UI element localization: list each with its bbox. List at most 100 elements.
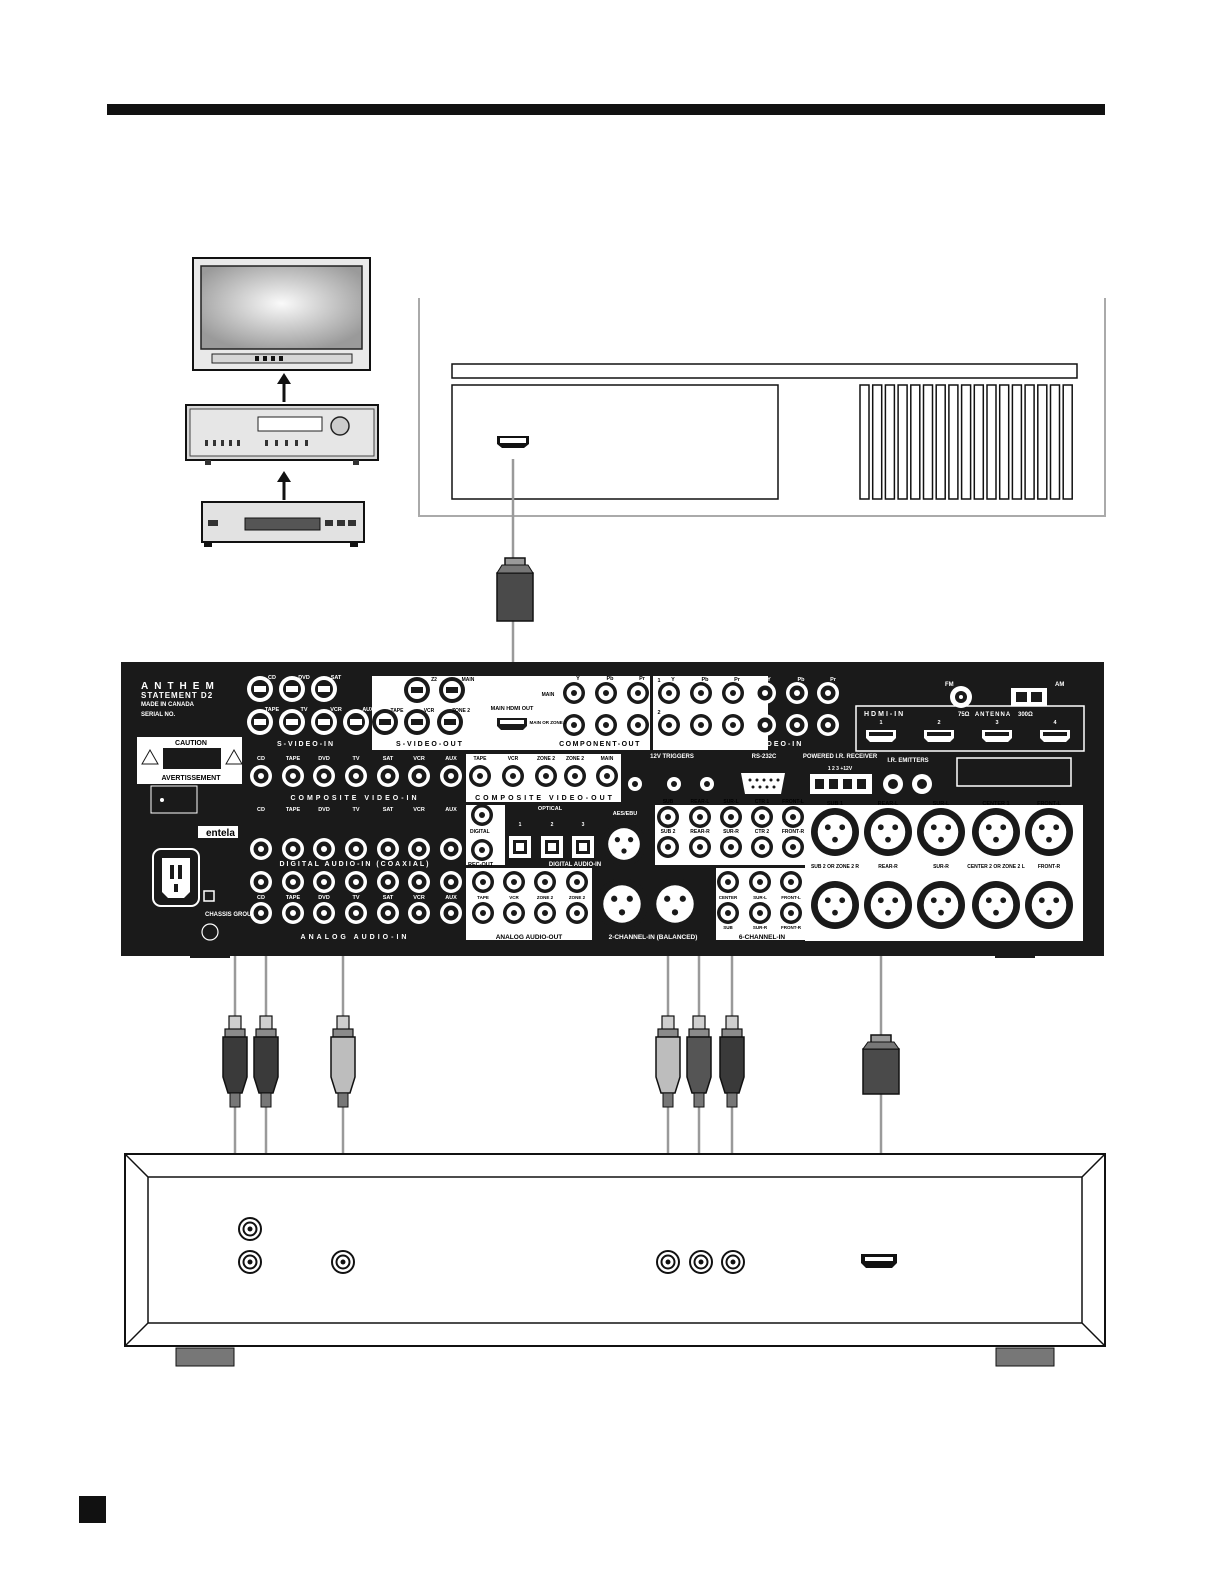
rca-jack <box>751 806 773 828</box>
svideo-out-title: S-VIDEO-OUT <box>396 741 464 748</box>
rca-jack <box>238 1250 262 1274</box>
rca-jack <box>313 871 335 893</box>
panel-label: SUR-R <box>723 829 739 835</box>
vent-slot <box>922 384 934 500</box>
antenna-300-label: 300Ω <box>1018 712 1033 718</box>
panel-label: 1 <box>879 720 882 726</box>
svideo-jack <box>311 676 337 702</box>
disc-player-icon <box>201 501 365 547</box>
am-antenna-terminal <box>1011 688 1047 706</box>
optical-label: OPTICAL <box>538 806 563 812</box>
rca-jack <box>749 902 771 924</box>
rca-jack <box>313 765 335 787</box>
rca-jack <box>282 765 304 787</box>
rca-jack <box>408 902 430 924</box>
vent-slot <box>1049 384 1061 500</box>
panel-label: TV <box>352 756 359 762</box>
panel-label: CENTER <box>719 895 738 900</box>
rca-jack <box>345 765 367 787</box>
rca-jack <box>250 838 272 860</box>
rca-plug-icon <box>686 1015 712 1108</box>
optical-port <box>541 836 563 858</box>
vent-slot <box>935 384 946 500</box>
panel-label: FRONT-L <box>781 895 801 900</box>
two-channel-in-title: 2-CHANNEL-IN (BALANCED) <box>609 934 698 941</box>
rca-jack <box>472 902 494 924</box>
ir-emitters-label: I.R. EMITTERS <box>887 758 928 764</box>
serial-label: SERIAL NO. <box>141 712 176 718</box>
rca-plug-icon <box>253 1015 279 1108</box>
panel-label: Pb <box>797 677 805 683</box>
main-hdmi-out-label: MAIN HDMI OUT <box>491 706 534 712</box>
vent-slot <box>1011 384 1023 500</box>
rca-jack <box>720 806 742 828</box>
panel-label: FRONT-R <box>781 925 802 930</box>
panel-label: Y <box>767 677 771 683</box>
rca-jack <box>627 682 649 704</box>
panel-label: VCR <box>413 807 425 813</box>
panel-label: SAT <box>383 807 394 813</box>
rca-jack <box>656 1250 680 1274</box>
rca-jack <box>689 1250 713 1274</box>
xlr-jack <box>649 878 701 930</box>
analog-audio-out-title: ANALOG AUDIO-OUT <box>496 934 563 941</box>
panel-label: VCR <box>413 756 425 762</box>
panel-label: ZONE 2 <box>569 895 586 900</box>
svideo-jack <box>343 709 369 735</box>
source-player-rear <box>124 1153 1106 1367</box>
arrow-up-icon <box>277 373 291 402</box>
rca-jack <box>658 682 680 704</box>
svideo-jack <box>439 677 465 703</box>
rca-jack <box>627 714 649 736</box>
rca-jack <box>786 682 808 704</box>
panel-label: DVD <box>318 807 330 813</box>
fm-antenna-jack <box>950 686 972 708</box>
panel-label: AUX <box>445 895 457 901</box>
vent-slot <box>1024 384 1035 500</box>
panel-label: ZONE 2 <box>537 756 555 762</box>
panel-label: MAIN OR ZONE 2 <box>529 720 566 725</box>
panel-label: AUX <box>445 807 457 813</box>
avertissement-label: AVERTISSEMENT <box>162 775 222 782</box>
optical-port <box>572 836 594 858</box>
panel-label: SAT <box>383 895 394 901</box>
panel-label: Pr <box>830 677 837 683</box>
rca-jack <box>534 902 556 924</box>
rca-jack <box>408 838 430 860</box>
panel-label: REAR-R <box>690 829 710 835</box>
digital-coax-title: DIGITAL AUDIO-IN (COAXIAL) <box>279 861 430 868</box>
rca-jack <box>440 838 462 860</box>
rca-jack <box>440 765 462 787</box>
panel-label: FRONT-L <box>782 799 804 805</box>
xlr-jack <box>864 881 912 929</box>
xlr-jack <box>917 808 965 856</box>
svideo-jack <box>372 709 398 735</box>
aes-ebu-label: AES/EBU <box>613 811 637 817</box>
rs232c-label: RS-232C <box>752 754 777 760</box>
digital-label: DIGITAL <box>470 829 490 835</box>
rca-jack <box>471 804 493 826</box>
caution-label: CAUTION <box>175 740 207 747</box>
ir-pins-label: 1 2 3 +12V <box>828 766 853 772</box>
panel-label: CTR 1 <box>755 799 770 805</box>
panel-label: 3 <box>753 678 756 684</box>
panel-label: REAR-R <box>878 864 898 870</box>
hdmi-port-icon <box>866 730 896 742</box>
panel-label: SAT <box>331 675 342 681</box>
rca-plug-icon <box>330 1015 356 1108</box>
hdmi-plug-icon <box>496 557 534 622</box>
rca-jack <box>722 714 744 736</box>
panel-label: CD <box>257 807 265 813</box>
vent-slot <box>1037 384 1048 500</box>
panel-label: TV <box>300 707 307 713</box>
panel-label: MAIN <box>462 677 475 683</box>
hdmi-port-icon <box>861 1254 897 1268</box>
rca-jack <box>721 1250 745 1274</box>
rca-jack <box>782 806 804 828</box>
optical-port <box>509 836 531 858</box>
panel-label: REAR-L <box>878 801 899 807</box>
rca-jack <box>377 902 399 924</box>
panel-label: SUB <box>663 799 674 805</box>
trigger-jack <box>628 777 642 791</box>
panel-label: FRONT-R <box>1038 864 1061 870</box>
